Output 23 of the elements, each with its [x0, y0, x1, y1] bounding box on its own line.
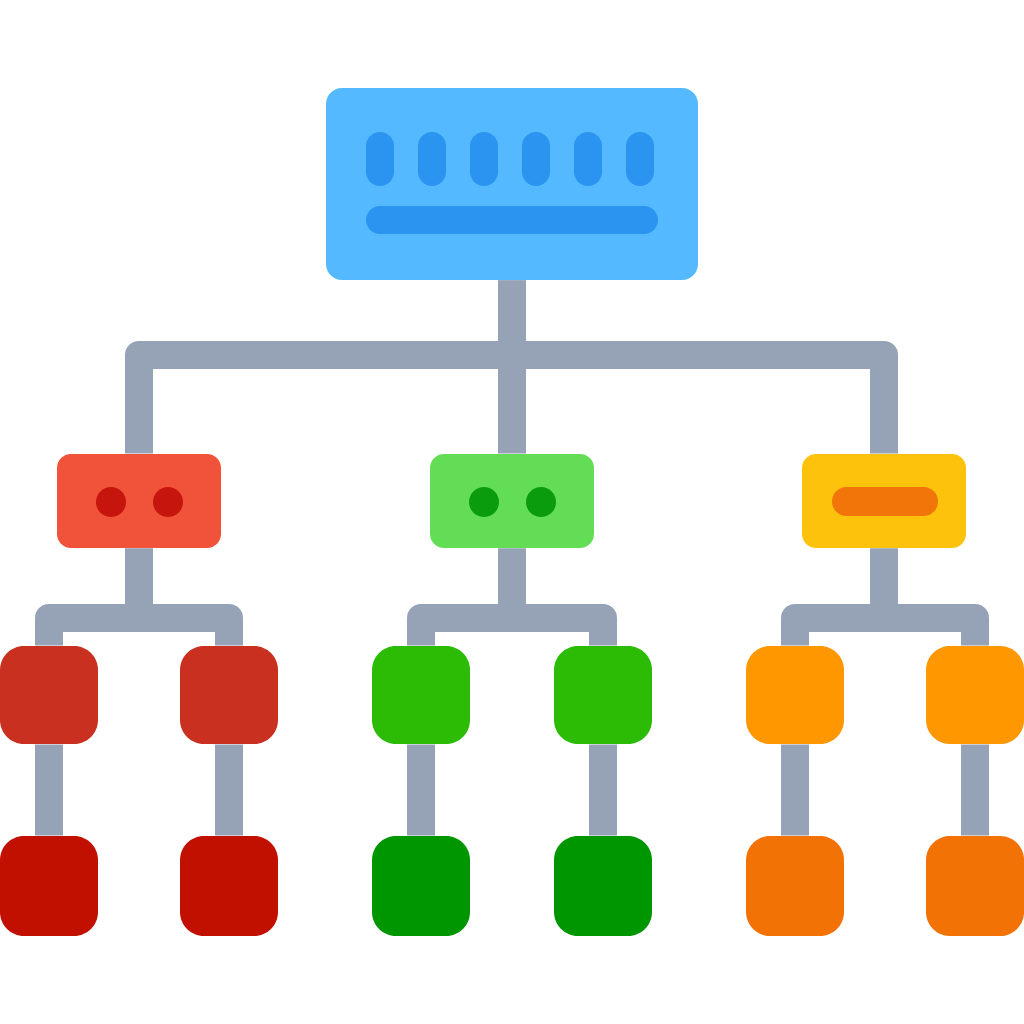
rounded-box [430, 454, 594, 548]
rounded-box [0, 646, 98, 744]
rounded-box [926, 646, 1024, 744]
connector-line [407, 744, 435, 836]
rounded-box [0, 836, 98, 936]
rounded-box [180, 836, 278, 936]
rounded-box [372, 646, 470, 744]
connector-line [961, 744, 989, 836]
connector-line [35, 744, 63, 836]
rounded-box [746, 646, 844, 744]
connector-line [215, 744, 243, 836]
connector-line [125, 548, 243, 646]
connector-line [781, 744, 809, 836]
rounded-box [57, 454, 221, 548]
rounded-box [926, 836, 1024, 936]
rounded-box [746, 836, 844, 936]
rounded-box [372, 836, 470, 936]
rounded-box [554, 646, 652, 744]
connector-line [589, 744, 617, 836]
connector-line [870, 548, 989, 646]
rounded-box [554, 836, 652, 936]
rounded-box [180, 646, 278, 744]
connector-line [498, 548, 617, 646]
